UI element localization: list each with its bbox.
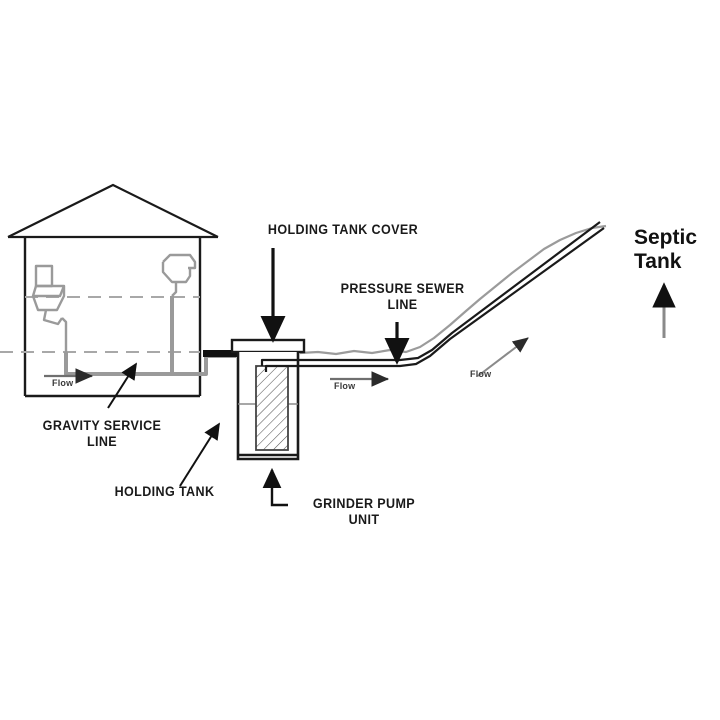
- holding-tank-cover: [230, 338, 306, 354]
- label-grinder-pump-unit: GRINDER PUMP UNIT: [312, 496, 416, 527]
- leader-grinder-pump-unit: [262, 467, 288, 507]
- flow-label-house: Flow: [52, 378, 74, 388]
- holding-tank-vessel: [230, 338, 306, 461]
- label-holding-tank: HOLDING TANK: [114, 484, 215, 499]
- gravity-service-line: [64, 296, 236, 376]
- grinder-pump-block: [255, 365, 289, 451]
- flow-label-pressure: Flow: [334, 381, 356, 391]
- leader-holding-tank: [179, 422, 220, 487]
- leader-gravity-service-line: [107, 362, 137, 409]
- house-cross-section: [0, 183, 219, 398]
- label-septic-tank: Septic Tank: [634, 226, 698, 273]
- label-holding-tank-cover: HOLDING TANK COVER: [267, 222, 419, 237]
- toilet-fixture: [31, 264, 68, 352]
- sink-fixture: [161, 253, 197, 352]
- flow-label-rising: Flow: [470, 369, 492, 379]
- label-pressure-sewer-line: PRESSURE SEWER LINE: [340, 281, 465, 312]
- ground-surface-line: [299, 224, 607, 356]
- label-gravity-service-line: GRAVITY SERVICE LINE: [42, 418, 162, 449]
- pipe-connector-stub: [203, 350, 237, 357]
- flow-arrow-rising: [477, 337, 529, 377]
